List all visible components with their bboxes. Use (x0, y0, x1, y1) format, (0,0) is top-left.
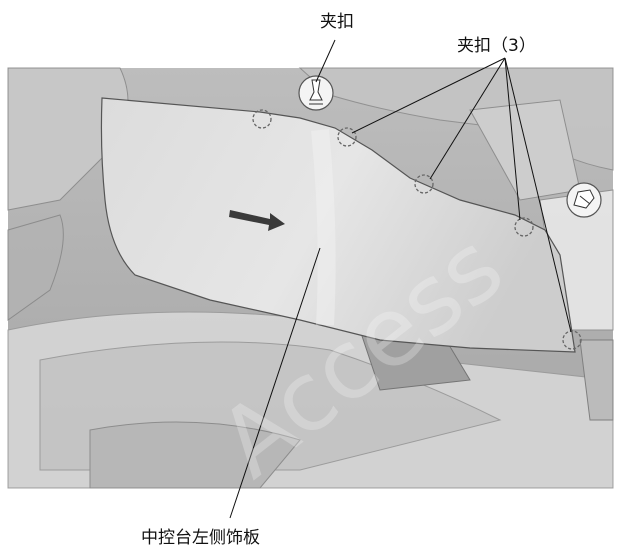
clip-label: 夹扣 (320, 12, 354, 32)
console-left-trim-panel (100, 97, 576, 353)
clip-location-3 (414, 174, 434, 194)
clip-location-1 (252, 109, 272, 129)
clip-location-2 (337, 127, 357, 147)
leader-lines (229, 39, 572, 519)
clip-location-4 (514, 217, 534, 237)
dashboard-structures (7, 67, 614, 489)
clip-icon (298, 75, 334, 111)
clip-count-label: 夹扣（3） (457, 36, 536, 56)
arrow-icon (229, 210, 285, 231)
clip-location-5 (562, 330, 582, 350)
panel-label: 中控台左侧饰板 (141, 528, 260, 548)
clip-icon (566, 182, 602, 218)
